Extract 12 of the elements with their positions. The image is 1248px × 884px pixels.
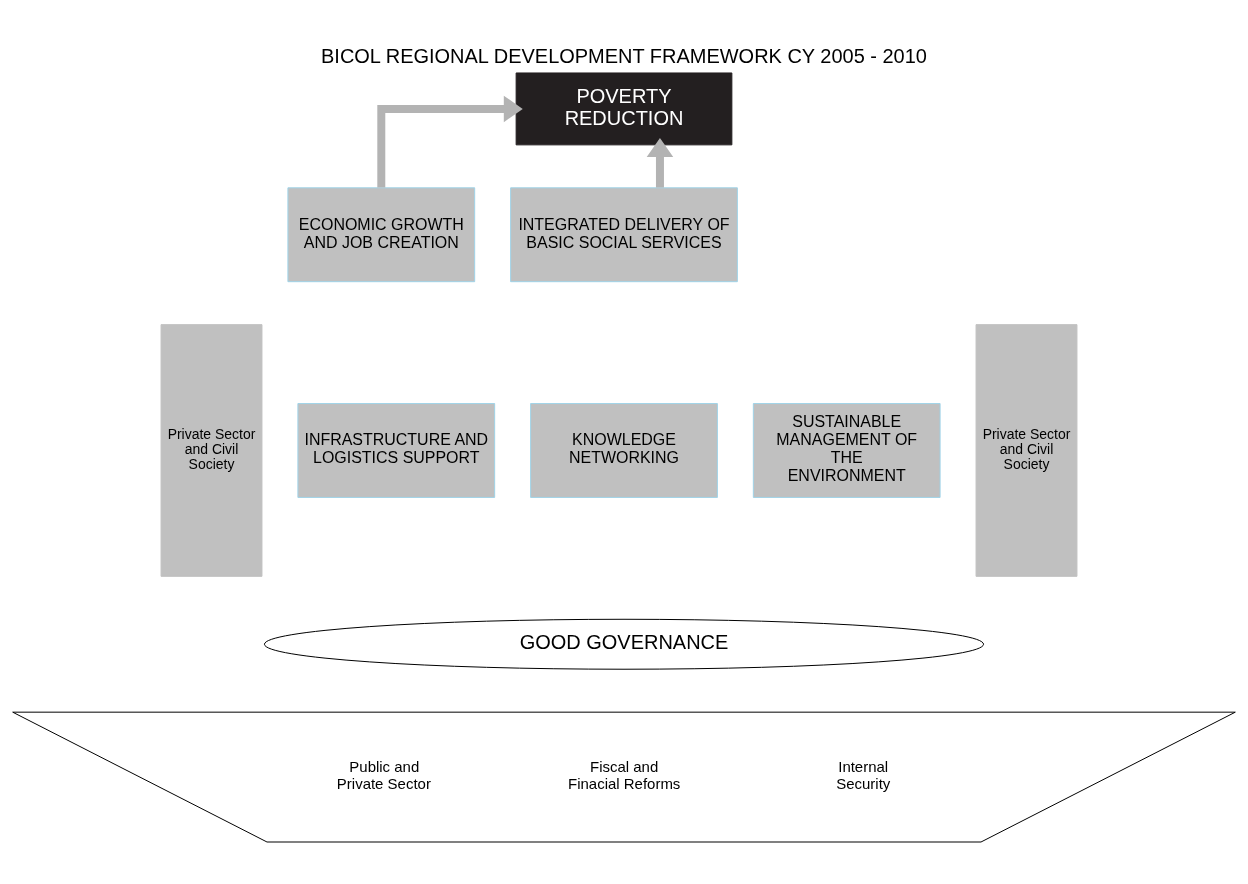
node-box: Private Sector and Civil Society xyxy=(160,323,263,577)
node-box: ECONOMIC GROWTH AND JOB CREATION xyxy=(287,186,476,282)
node-box: INFRASTRUCTURE AND LOGISTICS SUPPORT xyxy=(297,402,496,498)
diagram-title: BICOL REGIONAL DEVELOPMENT FRAMEWORK CY 2005 - 2010 xyxy=(321,44,927,67)
node-box: Private Sector and Civil Society xyxy=(975,323,1078,577)
node-box: SUSTAINABLE MANAGEMENT OF THE ENVIRONMENT xyxy=(752,402,941,498)
node-box: KNOWLEDGE NETWORKING xyxy=(530,402,718,498)
node-box: INTEGRATED DELIVERY OF BASIC SOCIAL SERVICES xyxy=(510,186,738,282)
node-box: POVERTY REDUCTION xyxy=(515,71,733,145)
node-ellipse: GOOD GOVERNANCE xyxy=(263,618,985,670)
arrow xyxy=(646,137,674,188)
arrow xyxy=(377,95,523,188)
